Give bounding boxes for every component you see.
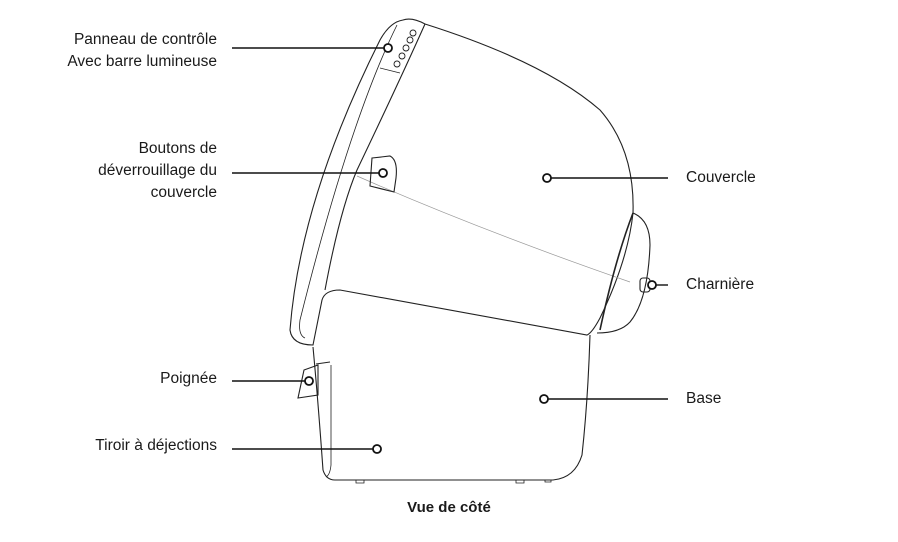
label-waste-drawer: Tiroir à déjections <box>95 437 217 454</box>
label-line: Avec barre lumineuse <box>67 53 217 70</box>
label-base: Base <box>686 390 722 407</box>
caption: Vue de côté <box>407 499 491 516</box>
base <box>312 334 591 484</box>
label-control-panel: Panneau de contrôle Avec barre lumineuse <box>67 29 217 73</box>
label-handle: Poignée <box>160 370 217 387</box>
callout-dots <box>304 43 657 454</box>
label-lid-unlock-buttons: Boutons de déverrouillage du couvercle <box>98 138 217 204</box>
label-hinge: Charnière <box>686 276 755 293</box>
lid <box>289 18 634 346</box>
control-panel-buttons <box>393 29 417 68</box>
label-line: Boutons de <box>138 140 217 157</box>
label-line: déverrouillage du <box>98 162 217 179</box>
label-lid: Couvercle <box>686 169 756 186</box>
label-line: couvercle <box>150 184 217 201</box>
label-line: Panneau de contrôle <box>73 31 217 48</box>
handle <box>297 364 319 399</box>
unlock-button <box>369 155 397 193</box>
callout-lines <box>232 47 668 450</box>
